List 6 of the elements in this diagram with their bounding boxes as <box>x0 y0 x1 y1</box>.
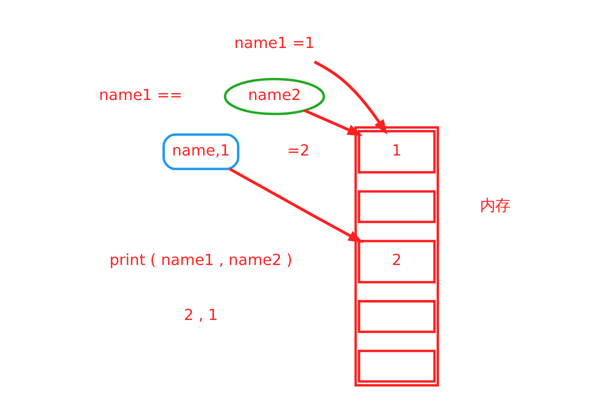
label: =2 <box>286 141 310 160</box>
label: 2 , 1 <box>183 306 218 324</box>
label: print ( name1 , name2 ) <box>108 251 292 270</box>
node-text: name1 =1 <box>234 34 314 52</box>
label: name1 == <box>98 86 182 104</box>
node-label: 内存 <box>480 196 510 214</box>
